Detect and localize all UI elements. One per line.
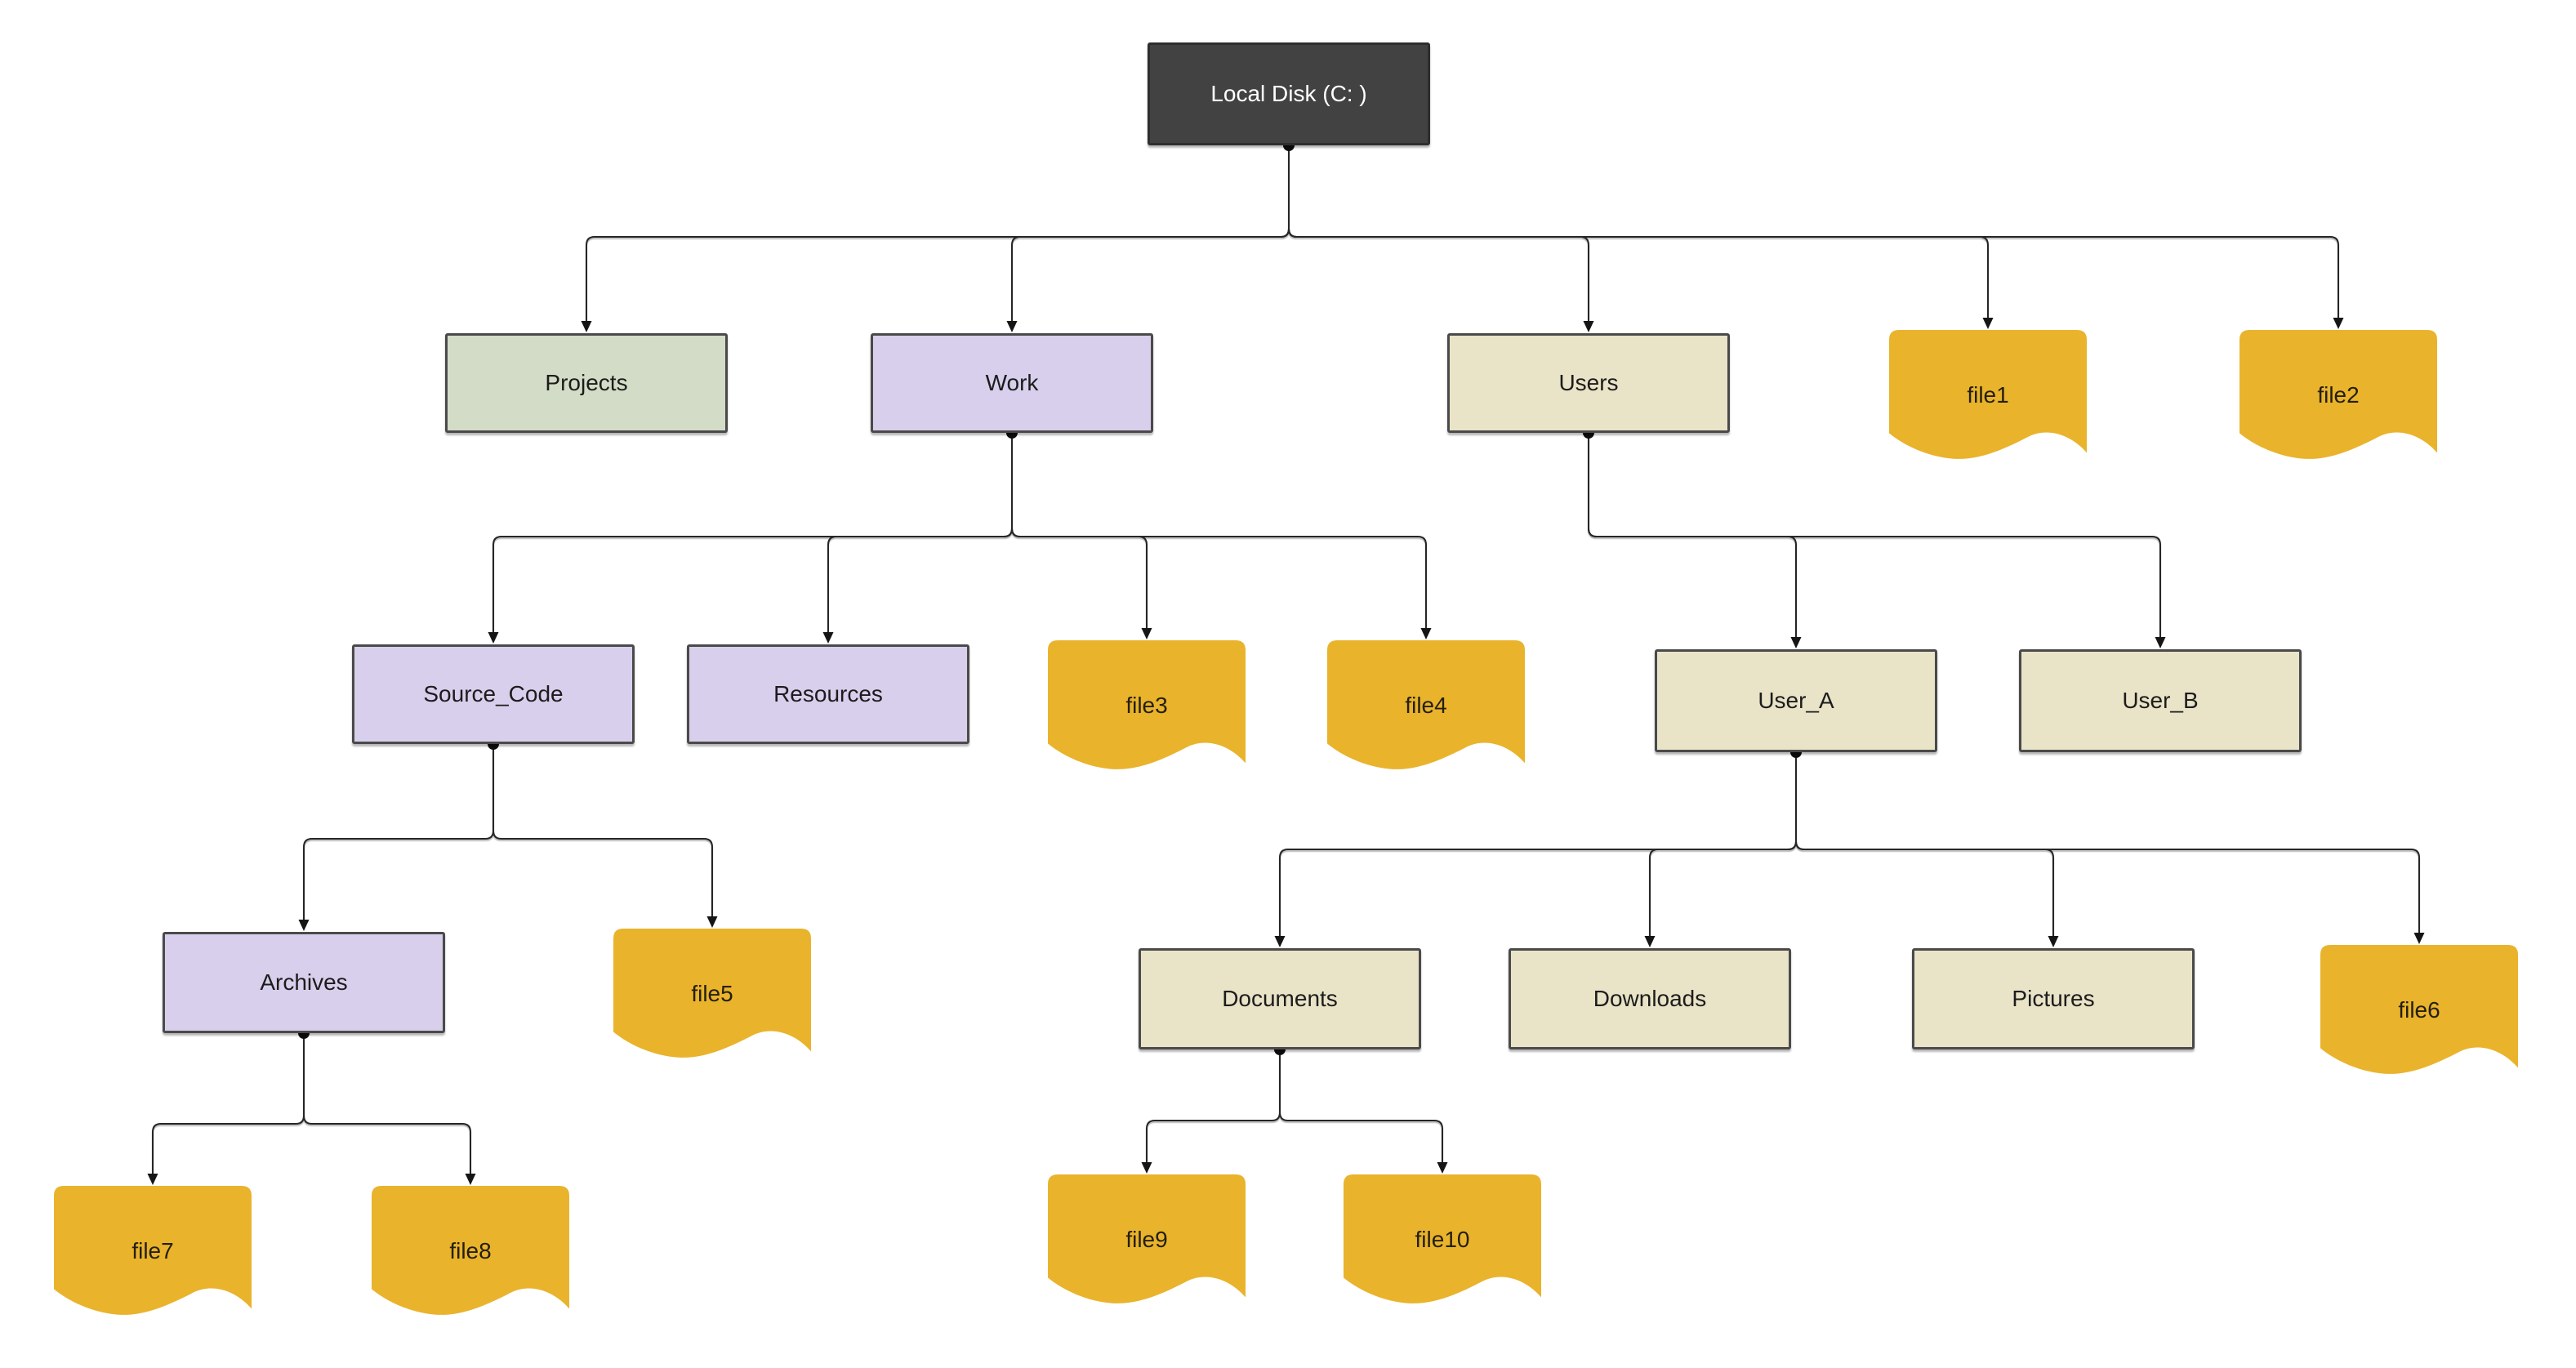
- document-shape-icon: [1889, 330, 2087, 459]
- node-label: file8: [449, 1238, 492, 1263]
- folder-node-work[interactable]: Work: [871, 333, 1153, 433]
- arrowhead-icon: [1790, 637, 1802, 648]
- connector-work-to-file4: [1011, 432, 1427, 631]
- node-label: Pictures: [2012, 986, 2095, 1011]
- node-label: Source_Code: [423, 681, 564, 706]
- document-shape-icon: [1344, 1174, 1541, 1303]
- connector-local-disk-to-users: [1288, 145, 1589, 324]
- document-shape-icon: [2240, 330, 2437, 459]
- folder-node-user-a[interactable]: User_A: [1655, 649, 1937, 752]
- connector-work-to-resources: [827, 432, 1013, 635]
- connector-users-to-user-b: [1588, 432, 2161, 640]
- edge-markers-group: [147, 140, 2425, 1185]
- file-node-file6[interactable]: file6: [2320, 945, 2518, 1076]
- node-label: Resources: [773, 681, 883, 706]
- connector-work-to-file3: [1011, 432, 1148, 631]
- document-shape-icon: [613, 929, 811, 1058]
- arrowhead-icon: [706, 916, 718, 928]
- file-node-file8[interactable]: file8: [372, 1186, 569, 1317]
- node-label: file4: [1405, 693, 1447, 718]
- arrowhead-icon: [1420, 628, 1432, 639]
- node-label: Downloads: [1593, 986, 1707, 1011]
- folder-node-user-b[interactable]: User_B: [2019, 649, 2302, 752]
- folder-node-resources[interactable]: Resources: [687, 644, 969, 744]
- arrowhead-icon: [1437, 1162, 1448, 1174]
- connector-archives-to-file8: [303, 1032, 471, 1177]
- document-shape-icon: [1327, 640, 1525, 769]
- node-label: file7: [131, 1238, 174, 1263]
- file-node-file7[interactable]: file7: [54, 1186, 252, 1317]
- arrowhead-icon: [298, 920, 310, 931]
- file-node-file10[interactable]: file10: [1344, 1174, 1541, 1305]
- node-label: User_A: [1758, 688, 1834, 713]
- connector-source-code-to-file5: [492, 743, 713, 920]
- file-node-file9[interactable]: file9: [1048, 1174, 1246, 1305]
- arrowhead-icon: [822, 632, 834, 644]
- node-label: Work: [985, 370, 1039, 395]
- connector-work-to-source-code: [492, 432, 1013, 635]
- document-shape-icon: [1048, 1174, 1246, 1303]
- node-label: file9: [1125, 1227, 1168, 1252]
- arrowhead-icon: [2048, 936, 2059, 947]
- connector-source-code-to-archives: [303, 743, 494, 923]
- file-node-file3[interactable]: file3: [1048, 640, 1246, 771]
- document-shape-icon: [2320, 945, 2518, 1074]
- disk-node-local-disk[interactable]: Local Disk (C: ): [1148, 42, 1430, 145]
- connector-user-a-to-downloads: [1649, 751, 1797, 939]
- arrowhead-icon: [2333, 318, 2344, 329]
- arrowhead-icon: [1141, 628, 1152, 639]
- arrowhead-icon: [1274, 936, 1286, 947]
- edge-group: [152, 145, 2420, 1177]
- folder-node-users[interactable]: Users: [1447, 333, 1730, 433]
- connector-local-disk-to-file1: [1288, 145, 1989, 321]
- arrowhead-icon: [1644, 936, 1656, 947]
- node-label: file5: [691, 981, 733, 1006]
- connector-archives-to-file7: [152, 1032, 305, 1177]
- node-label: Users: [1558, 370, 1619, 395]
- arrowhead-icon: [147, 1174, 158, 1185]
- document-shape-icon: [1048, 640, 1246, 769]
- arrowhead-icon: [1583, 321, 1594, 332]
- arrowhead-icon: [1141, 1162, 1152, 1174]
- folder-node-projects[interactable]: Projects: [445, 333, 728, 433]
- folder-node-downloads[interactable]: Downloads: [1509, 948, 1791, 1049]
- node-label: file10: [1415, 1227, 1470, 1252]
- arrowhead-icon: [488, 632, 499, 644]
- connector-documents-to-file10: [1279, 1049, 1443, 1165]
- connector-local-disk-to-projects: [586, 145, 1290, 324]
- file-node-file2[interactable]: file2: [2240, 330, 2437, 461]
- node-label: file3: [1125, 693, 1168, 718]
- folder-node-source-code[interactable]: Source_Code: [352, 644, 635, 744]
- node-label: Projects: [545, 370, 628, 395]
- folder-node-pictures[interactable]: Pictures: [1912, 948, 2195, 1049]
- connector-user-a-to-pictures: [1795, 751, 2054, 939]
- connector-documents-to-file9: [1146, 1049, 1281, 1165]
- arrowhead-icon: [2413, 933, 2425, 944]
- node-label: file2: [2317, 382, 2360, 408]
- arrowhead-icon: [1006, 321, 1018, 332]
- arrowhead-icon: [1982, 318, 1994, 329]
- file-node-file1[interactable]: file1: [1889, 330, 2087, 461]
- connector-local-disk-to-work: [1011, 145, 1290, 324]
- node-label: Documents: [1222, 986, 1338, 1011]
- node-label: file1: [1967, 382, 2009, 408]
- node-label: Archives: [260, 969, 348, 995]
- node-label: Local Disk (C: ): [1210, 81, 1367, 106]
- node-label: file6: [2398, 997, 2440, 1023]
- document-shape-icon: [372, 1186, 569, 1315]
- folder-node-archives[interactable]: Archives: [163, 932, 445, 1033]
- file-node-file5[interactable]: file5: [613, 929, 811, 1059]
- folder-node-documents[interactable]: Documents: [1139, 948, 1421, 1049]
- arrowhead-icon: [2155, 637, 2166, 648]
- connector-local-disk-to-file2: [1288, 145, 2339, 321]
- node-label: User_B: [2122, 688, 2199, 713]
- arrowhead-icon: [581, 321, 592, 332]
- file-node-file4[interactable]: file4: [1327, 640, 1525, 771]
- connector-user-a-to-documents: [1279, 751, 1797, 939]
- document-shape-icon: [54, 1186, 252, 1315]
- connector-user-a-to-file6: [1795, 751, 2420, 936]
- arrowhead-icon: [465, 1174, 476, 1185]
